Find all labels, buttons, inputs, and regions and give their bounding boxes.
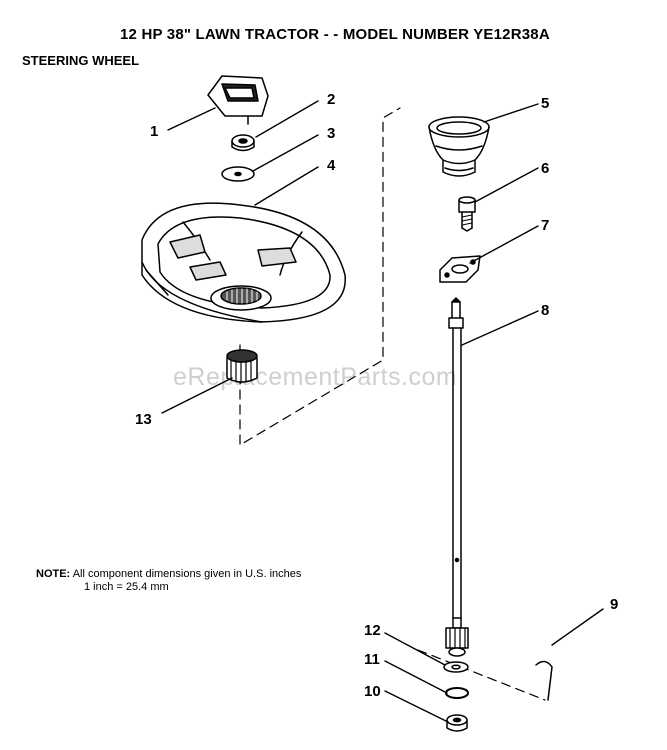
reference-line: [535, 660, 553, 701]
callout-3: 3: [327, 125, 336, 142]
callout-4: 4: [327, 157, 336, 174]
callout-7: 7: [541, 217, 550, 234]
steering-shaft: [448, 297, 464, 629]
callout-1: 1: [150, 123, 159, 140]
note-line-2: 1 inch = 25.4 mm: [84, 581, 169, 593]
washer: [221, 166, 255, 182]
retaining-ring: [445, 687, 469, 699]
callout-12: 12: [364, 622, 381, 639]
bracket: [439, 255, 481, 283]
shaft-gear: [445, 627, 469, 657]
note-line-1: All component dimensions given in U.S. i…: [72, 568, 302, 580]
boot: [428, 116, 490, 177]
bolt: [458, 196, 476, 232]
steering-adapter: [226, 349, 258, 384]
dimension-note: NOTE: All component dimensions given in …: [36, 568, 301, 594]
steering-wheel: [141, 202, 346, 323]
watermark-text: eReplacementParts.com: [173, 363, 458, 391]
thrust-washer: [443, 661, 469, 673]
diagram-subtitle: STEERING WHEEL: [22, 53, 140, 68]
steering-cap: [207, 75, 269, 125]
callout-13: 13: [135, 411, 152, 428]
nut: [231, 134, 255, 152]
callout-8: 8: [541, 302, 550, 319]
leader-lines: [161, 100, 604, 723]
callout-10: 10: [364, 683, 381, 700]
shaft-nut: [446, 714, 468, 732]
assembly-dashed-lines: [239, 107, 546, 701]
callout-11: 11: [364, 651, 380, 668]
callout-5: 5: [541, 95, 550, 112]
note-label: NOTE:: [36, 568, 71, 580]
callout-6: 6: [541, 160, 550, 177]
callout-2: 2: [327, 91, 336, 108]
callout-9: 9: [610, 596, 619, 613]
diagram-title: 12 HP 38" LAWN TRACTOR - - MODEL NUMBER …: [120, 26, 550, 43]
